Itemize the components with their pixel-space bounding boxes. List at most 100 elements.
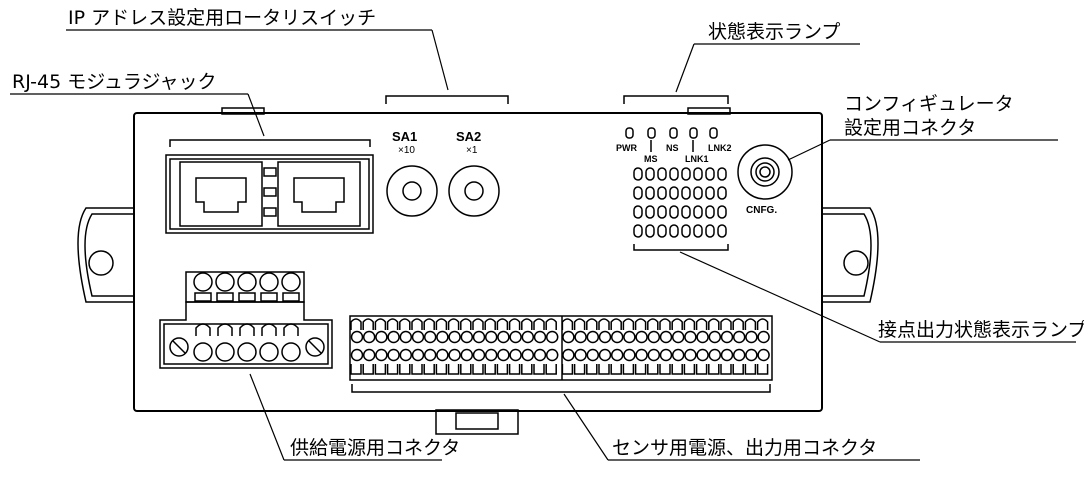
sensor-terminal-upper — [647, 330, 661, 344]
contact-lamp — [633, 167, 643, 181]
sensor-terminal-upper — [399, 330, 413, 344]
sensor-connector-label: センサ用電源、出力用コネクタ — [612, 437, 878, 459]
contact-lamp — [657, 224, 667, 238]
contact-lamp — [693, 167, 703, 181]
sensor-terminal-lower — [623, 348, 636, 362]
ip-switch-label: IP アドレス設定用ロータリスイッチ — [68, 7, 377, 29]
sensor-terminal-lower — [460, 348, 474, 362]
power-terminal-screw — [193, 272, 213, 292]
sensor-terminal-lower — [647, 348, 661, 362]
sensor-terminal-upper — [411, 330, 425, 344]
sensor-terminal-upper — [610, 330, 624, 344]
sensor-terminal-upper — [387, 330, 400, 344]
contact-lamp — [645, 205, 655, 219]
power-terminal-screw — [281, 272, 301, 292]
contact-lamp — [669, 205, 679, 219]
sensor-terminal-upper — [586, 330, 600, 344]
lnk2-label: LNK2 — [708, 143, 732, 153]
sensor-terminal-lower — [436, 348, 449, 362]
contact-output-lamps — [633, 167, 727, 238]
contact-lamp — [633, 205, 643, 219]
sensor-terminal-upper — [423, 330, 437, 344]
contact-lamp — [693, 186, 703, 200]
leader-lines — [10, 29, 1076, 461]
contact-lamp — [657, 186, 667, 200]
contact-lamp — [681, 186, 691, 200]
power-terminal-screw — [237, 272, 257, 292]
sensor-terminal-lower — [696, 348, 709, 362]
ms-label: MS — [644, 154, 658, 164]
sensor-terminal-upper — [521, 330, 535, 344]
lnk1-label: LNK1 — [685, 154, 709, 164]
cnfg-label: CNFG. — [746, 205, 778, 216]
sensor-terminal-upper — [436, 330, 449, 344]
sensor-terminal-lower — [635, 348, 648, 362]
contact-lamp — [717, 205, 727, 219]
contact-lamp — [681, 205, 691, 219]
rj45-label: RJ-45 モジュラジャック — [12, 71, 217, 93]
sa1-label: SA1 — [392, 129, 418, 144]
sensor-terminal-lower — [684, 348, 697, 362]
sensor-terminal-upper — [497, 330, 510, 344]
sensor-terminal-lower — [533, 348, 547, 362]
contact-lamp — [669, 186, 679, 200]
contact-lamp — [645, 224, 655, 238]
sensor-terminal-upper — [362, 330, 376, 344]
power-terminal-hole — [237, 342, 257, 362]
sensor-terminal-upper — [350, 330, 364, 344]
contact-lamp — [633, 224, 643, 238]
sensor-terminal-upper — [720, 330, 734, 344]
contact-lamp — [705, 167, 715, 181]
sensor-terminal-upper — [732, 330, 746, 344]
sensor-terminal-upper — [545, 330, 559, 344]
sensor-terminal-lower — [745, 348, 758, 362]
sensor-terminal-lower — [484, 348, 498, 362]
right-rail-clip — [822, 207, 879, 303]
left-rail-clip — [77, 207, 134, 303]
sensor-terminal-upper — [448, 330, 461, 344]
sensor-terminal-upper — [684, 330, 697, 344]
rotary-switches — [385, 95, 509, 217]
contact-lamp — [657, 167, 667, 181]
sensor-terminal-lower — [362, 348, 376, 362]
sensor-terminal-upper — [509, 330, 522, 344]
contact-lamp — [693, 224, 703, 238]
power-terminal-hole — [215, 342, 235, 362]
power-terminal-hole — [259, 342, 279, 362]
sensor-terminal-lower — [448, 348, 461, 362]
sensor-terminal-upper — [659, 330, 673, 344]
sensor-terminal-lower — [708, 348, 722, 362]
sensor-terminal-lower — [659, 348, 673, 362]
configurator-connector — [737, 144, 793, 200]
sa1-multiplier: ×10 — [398, 145, 415, 156]
contact-lamp — [705, 186, 715, 200]
contact-lamp — [669, 224, 679, 238]
configurator-label-line2: 設定用コネクタ — [844, 117, 977, 139]
pwr-label: PWR — [616, 143, 637, 153]
sensor-terminal-lower — [375, 348, 388, 362]
sensor-terminal-upper — [671, 330, 685, 344]
rj45-jacks — [165, 139, 374, 234]
status-lamps — [623, 95, 729, 152]
sensor-terminal-lower — [399, 348, 413, 362]
sensor-terminal-lower — [574, 348, 587, 362]
power-terminal-screw — [215, 272, 235, 292]
sensor-terminal-upper — [598, 330, 612, 344]
contact-lamp — [717, 224, 727, 238]
device-body — [133, 112, 823, 412]
sensor-terminal-lower — [586, 348, 600, 362]
sensor-terminal-lower — [472, 348, 486, 362]
sensor-terminal-upper — [623, 330, 636, 344]
sensor-terminal-upper — [574, 330, 587, 344]
contact-lamp — [717, 186, 727, 200]
contact-lamp — [633, 186, 643, 200]
sensor-terminal-lower — [757, 348, 770, 362]
sensor-terminal-lower — [509, 348, 522, 362]
sensor-terminal-upper — [375, 330, 388, 344]
sensor-connector — [349, 315, 773, 381]
contact-lamp — [705, 205, 715, 219]
sensor-terminal-upper — [635, 330, 648, 344]
sensor-terminal-lower — [562, 348, 575, 362]
power-terminal-hole — [193, 342, 213, 362]
